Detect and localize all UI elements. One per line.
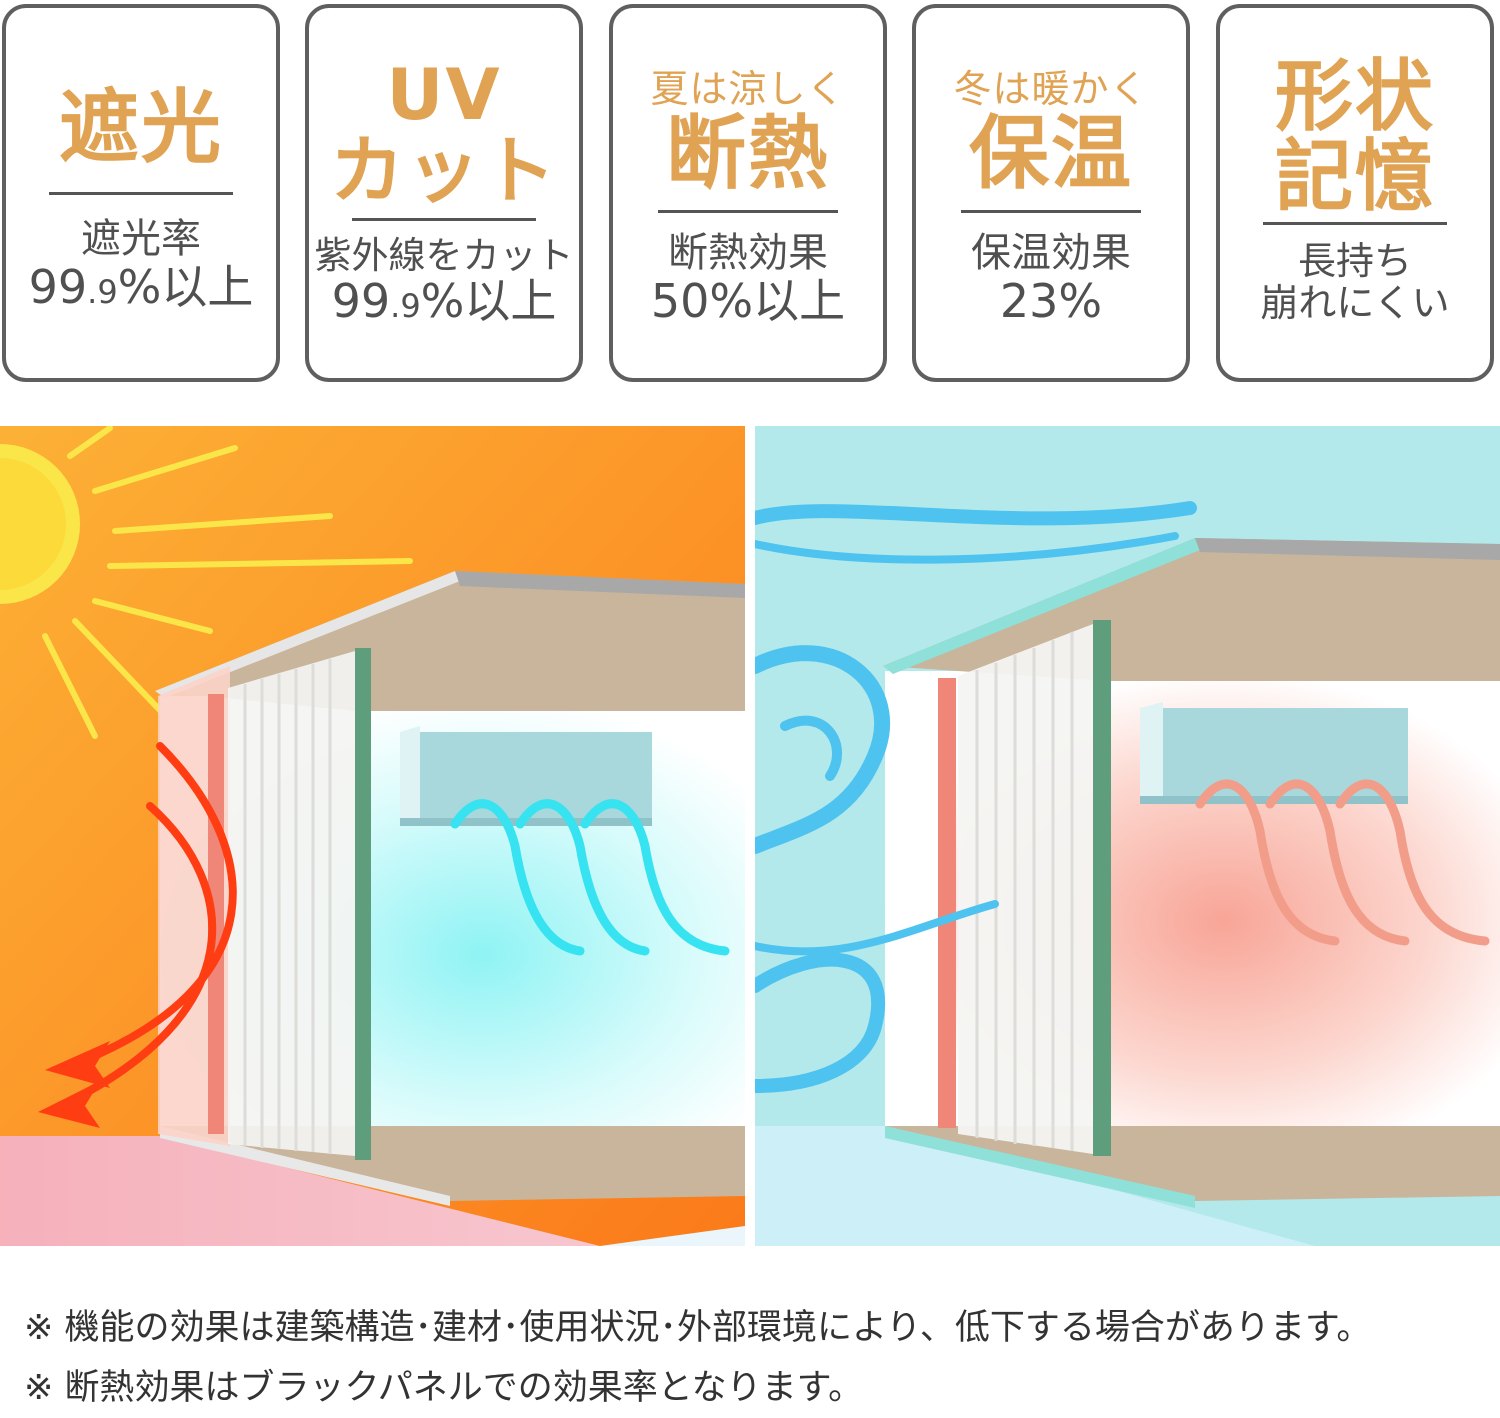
winter-warming-illustration	[755, 426, 1500, 1246]
card-divider	[1263, 222, 1447, 225]
card-desc: 遮光率	[81, 216, 201, 262]
value-small: .9	[87, 272, 118, 311]
outside-floor	[755, 1126, 1315, 1246]
window-frame	[208, 694, 224, 1134]
summer-cooling-illustration	[0, 426, 745, 1246]
card-desc-line2: 崩れにくい	[1260, 280, 1450, 325]
room-ceiling	[883, 538, 1500, 681]
note-line: ※ 断熱効果はブラックパネルでの効果率となります。	[24, 1368, 864, 1408]
card-desc: 紫外線をカット	[314, 234, 574, 277]
window-frame	[938, 678, 956, 1128]
card-caption: 夏は涼しく	[650, 67, 846, 111]
disclaimer-notes: ※ 機能の効果は建築構造･建材･使用状況･外部環境により、低下する場合があります…	[24, 1298, 1371, 1418]
heat-reflect-arrows	[56, 742, 237, 1110]
feature-card-shape-memory: 形状 記憶 長持ち 崩れにくい	[1216, 4, 1494, 382]
inside-floor-edge	[600, 1226, 745, 1246]
arrow-head	[38, 1081, 100, 1128]
winter-scene	[755, 426, 1500, 1246]
card-divider	[49, 192, 233, 195]
curtain-body	[228, 651, 355, 1156]
card-divider	[352, 218, 536, 221]
card-title-line2: 記憶	[1274, 132, 1435, 222]
feature-card-uv-cut: UV カット 紫外線をカット 99.9%以上	[305, 4, 583, 382]
sun-rays	[42, 426, 413, 739]
window-light	[887, 671, 947, 1131]
summer-scene	[0, 426, 745, 1246]
card-value: 99.9%以上	[6, 259, 276, 314]
floor-edge	[885, 1126, 1195, 1208]
ceiling-top	[455, 571, 745, 598]
arrow-head	[45, 1041, 110, 1088]
ac-side	[1140, 702, 1163, 804]
card-value: 23%	[999, 273, 1103, 328]
card-title-line1: UV	[386, 54, 502, 136]
ceiling-top	[1195, 538, 1500, 560]
outside-floor	[0, 1136, 600, 1246]
cool-air-waves	[450, 799, 730, 956]
card-title: 断熱	[666, 107, 830, 200]
air-conditioner-icon	[1140, 702, 1408, 804]
ac-side	[400, 726, 420, 826]
card-value: 99.9%以上	[309, 276, 579, 327]
value-main: 99	[28, 259, 88, 314]
curtain-pleats	[975, 632, 1074, 1151]
card-title: 遮光	[59, 81, 223, 174]
ceiling-edge	[883, 538, 1200, 674]
value-main: 99	[331, 274, 391, 329]
feature-card-light-blocking: 遮光 遮光率 99.9%以上	[2, 4, 280, 382]
card-desc-line1: 長持ち	[1297, 239, 1412, 283]
curtain-pleats	[243, 659, 332, 1154]
value-tail: %以上	[117, 259, 254, 314]
pleated-curtain	[228, 651, 355, 1156]
curtain-body	[958, 624, 1093, 1154]
sun-core	[0, 458, 66, 590]
note-line: ※ 機能の効果は建築構造･建材･使用状況･外部環境により、低下する場合があります…	[24, 1308, 1372, 1348]
curtain-rail-green	[355, 648, 371, 1160]
ceiling-edge	[155, 571, 460, 698]
card-divider	[961, 210, 1141, 213]
value-tail: %以上	[420, 274, 557, 329]
curtain-rail-green	[1093, 620, 1111, 1156]
card-value: 50%以上	[650, 273, 846, 328]
card-caption: 冬は暖かく	[953, 67, 1149, 111]
cold-wind-icon	[755, 501, 1197, 1093]
card-title-line2: カット	[330, 128, 558, 214]
feature-cards: 遮光 遮光率 99.9%以上 UV カット 紫外線をカット 99.9%以上 夏は…	[0, 0, 1500, 392]
value-small: .9	[390, 287, 421, 326]
card-desc: 保温効果	[971, 230, 1131, 276]
floor-edge	[160, 1126, 450, 1206]
card-divider	[658, 210, 838, 213]
feature-card-heat-retention: 冬は暖かく 保温 保温効果 23%	[912, 4, 1190, 382]
card-desc: 断熱効果	[668, 230, 828, 276]
pleated-curtain	[958, 624, 1093, 1154]
card-title: 保温	[969, 107, 1133, 200]
feature-card-insulation: 夏は涼しく 断熱 断熱効果 50%以上	[609, 4, 887, 382]
ac-body	[400, 732, 652, 822]
warm-air-waves	[1195, 779, 1490, 946]
card-title-line1: 形状	[1274, 52, 1435, 142]
